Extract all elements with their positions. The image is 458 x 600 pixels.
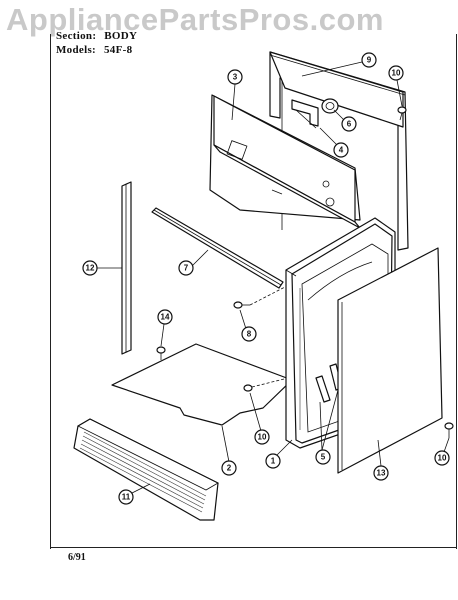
callout-1: 1: [265, 453, 281, 469]
callout-9: 9: [361, 52, 377, 68]
callout-8-number: 8: [247, 330, 252, 339]
revision-date: 6/91: [68, 552, 86, 563]
part-6-grommet: [321, 98, 339, 114]
part-9-rear-panel: [269, 51, 409, 251]
callout-2: 2: [221, 460, 237, 476]
screw-10-middle: [243, 377, 289, 392]
callout-10-right: 10: [434, 450, 450, 466]
callout-12-number: 12: [86, 264, 95, 273]
callout-8: 8: [241, 326, 257, 342]
leader-lines: [97, 61, 450, 495]
callout-4: 4: [333, 142, 349, 158]
section-label: Section:: [56, 30, 97, 42]
callout-7-number: 7: [184, 264, 189, 273]
callout-11-number: 11: [122, 493, 131, 502]
callout-6: 6: [341, 116, 357, 132]
models-label: Models:: [56, 44, 96, 56]
part-2-bottom-panel: [111, 343, 293, 426]
screw-14: [156, 346, 166, 360]
callout-11: 11: [118, 489, 134, 505]
part-3-side-panel: [209, 94, 361, 229]
callout-10-top: 10: [388, 65, 404, 81]
models-line: Models: 54F-8: [56, 44, 132, 56]
watermark: AppliancePartsPros.com: [6, 2, 384, 37]
section-line: Section: BODY: [56, 30, 137, 42]
footer-rule: [50, 547, 456, 548]
callout-10-middle-number: 10: [258, 433, 267, 442]
part-11-kick-plate: [73, 418, 219, 521]
part-4-bracket: [291, 99, 319, 129]
callout-14-number: 14: [161, 313, 170, 322]
screw-8: [233, 286, 286, 309]
callout-10-middle: 10: [254, 429, 270, 445]
callout-3-number: 3: [233, 73, 238, 82]
callout-10-right-number: 10: [438, 454, 447, 463]
callout-14: 14: [157, 309, 173, 325]
callout-12: 12: [82, 260, 98, 276]
callout-3: 3: [227, 69, 243, 85]
part-7-rail: [151, 207, 284, 289]
diagram-frame: [50, 34, 457, 549]
models-value: 54F-8: [103, 44, 133, 56]
part-12-side-rail: [121, 181, 132, 355]
callout-13-number: 13: [377, 469, 386, 478]
callout-5: 5: [315, 449, 331, 465]
section-value: BODY: [104, 30, 138, 42]
callout-2-number: 2: [227, 464, 232, 473]
callout-6-number: 6: [347, 120, 352, 129]
screw-10-top: [397, 106, 407, 121]
callout-4-number: 4: [339, 146, 344, 155]
part-13-side-panel: [337, 247, 443, 474]
callout-13: 13: [373, 465, 389, 481]
callout-1-number: 1: [271, 457, 276, 466]
callout-10-top-number: 10: [392, 69, 401, 78]
callout-5-number: 5: [321, 453, 326, 462]
callout-9-number: 9: [367, 56, 372, 65]
screw-10-right: [444, 422, 454, 438]
callout-7: 7: [178, 260, 194, 276]
